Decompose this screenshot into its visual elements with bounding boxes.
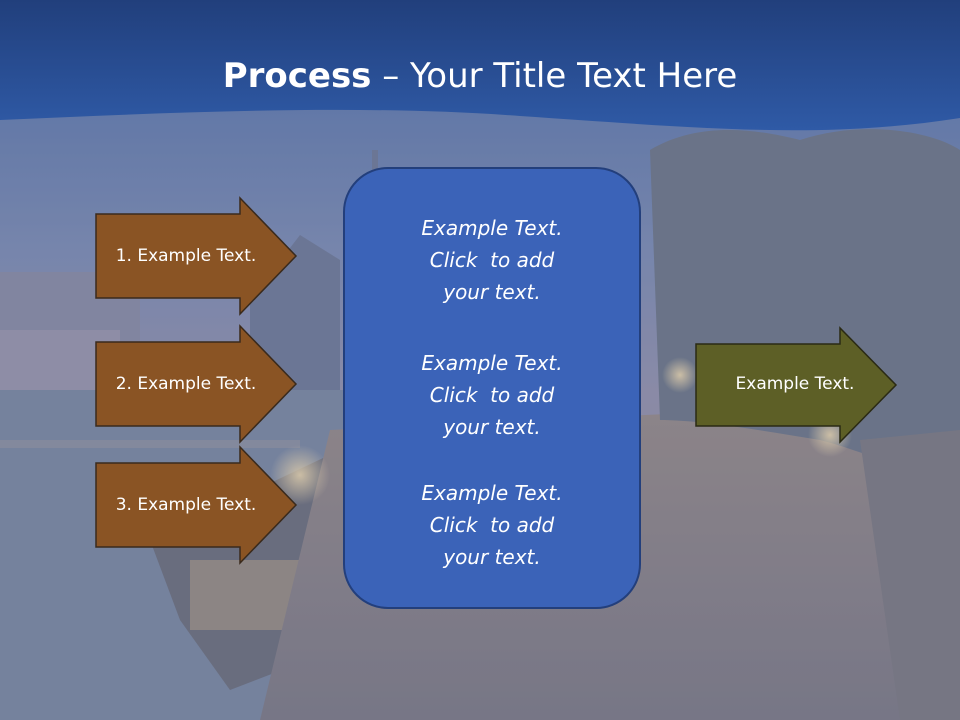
result-arrow[interactable]: Example Text. [700, 373, 890, 395]
step-arrow-2-label: 2. Example Text. [115, 374, 257, 394]
center-block-3-line2: Click to add [429, 513, 555, 537]
center-block-2: Example Text. Click to add your text. [344, 347, 640, 443]
center-block-1: Example Text. Click to add your text. [344, 212, 640, 308]
center-block-3-line1: Example Text. [421, 481, 563, 505]
step-arrow-3[interactable]: 3. Example Text. [96, 494, 276, 516]
result-arrow-label: Example Text. [735, 374, 855, 394]
header-band [0, 0, 960, 131]
title-bold-text: Process [222, 56, 372, 96]
step-arrow-1-label: 1. Example Text. [115, 246, 257, 266]
center-block-1-line1: Example Text. [421, 216, 563, 240]
title-rest-text: – Your Title Text Here [371, 56, 738, 96]
step-arrow-2-shape [95, 324, 298, 444]
center-block-1-line2: Click to add [429, 248, 555, 272]
step-arrow-1[interactable]: 1. Example Text. [96, 245, 276, 267]
center-block-2-line3: your text. [443, 415, 541, 439]
step-arrow-3-label: 3. Example Text. [115, 495, 257, 515]
step-arrow-2[interactable]: 2. Example Text. [96, 373, 276, 395]
center-block-2-line2: Click to add [429, 383, 555, 407]
center-box-shape [343, 167, 641, 609]
center-block-3: Example Text. Click to add your text. [344, 477, 640, 573]
slide-title[interactable]: Process – Your Title Text Here [0, 54, 960, 98]
step-arrow-1-shape [95, 196, 298, 316]
center-text-box[interactable]: Example Text. Click to add your text. Ex… [344, 168, 640, 608]
step-arrow-3-shape [95, 445, 298, 565]
result-arrow-shape [695, 326, 898, 444]
center-block-2-line1: Example Text. [421, 351, 563, 375]
center-block-3-line3: your text. [443, 545, 541, 569]
center-block-1-line3: your text. [443, 280, 541, 304]
